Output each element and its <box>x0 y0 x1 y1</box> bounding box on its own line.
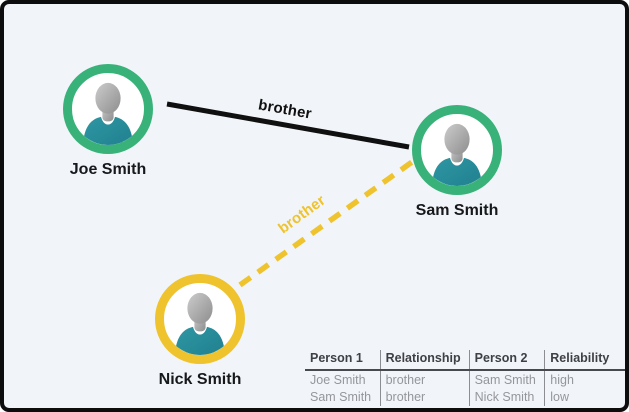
table-header-reliability: Reliability <box>544 350 625 371</box>
edge-sam-nick[interactable] <box>238 159 414 288</box>
table-header-person1: Person 1 <box>305 350 381 371</box>
table-cell: Nick Smith <box>468 388 545 406</box>
node-label: Joe Smith <box>69 161 147 178</box>
table-cell: Sam Smith <box>468 369 545 388</box>
table-cell: high <box>544 369 625 388</box>
node-label: Sam Smith <box>415 202 499 219</box>
table-cell: Sam Smith <box>310 390 372 404</box>
table-cell: low <box>544 388 625 406</box>
node-joe-smith[interactable]: Joe Smith <box>38 64 178 179</box>
node-ring <box>63 64 153 154</box>
table-row: Joe Smith brother Sam Smith high <box>305 369 625 388</box>
node-ring <box>155 274 245 364</box>
edges-layer <box>166 101 414 288</box>
table-header-relationship: Relationship <box>379 350 470 371</box>
relationship-table: Person 1 Relationship Person 2 Reliabili… <box>305 350 625 406</box>
table-header-person2: Person 2 <box>468 350 545 371</box>
person-avatar-icon <box>73 78 143 148</box>
table-row: Sam Smith brother Nick Smith low <box>305 388 625 406</box>
node-label: Nick Smith <box>158 371 242 388</box>
table-cell: brother <box>379 369 470 388</box>
table-cell: brother <box>379 388 470 406</box>
table-header-row: Person 1 Relationship Person 2 Reliabili… <box>305 350 625 371</box>
person-avatar-icon <box>422 119 492 189</box>
edge-joe-sam[interactable] <box>166 101 410 150</box>
node-ring <box>412 105 502 195</box>
node-sam-smith[interactable]: Sam Smith <box>387 105 527 220</box>
table-cell: Joe Smith <box>310 372 366 387</box>
person-avatar-icon <box>165 288 235 358</box>
node-nick-smith[interactable]: Nick Smith <box>130 274 270 389</box>
